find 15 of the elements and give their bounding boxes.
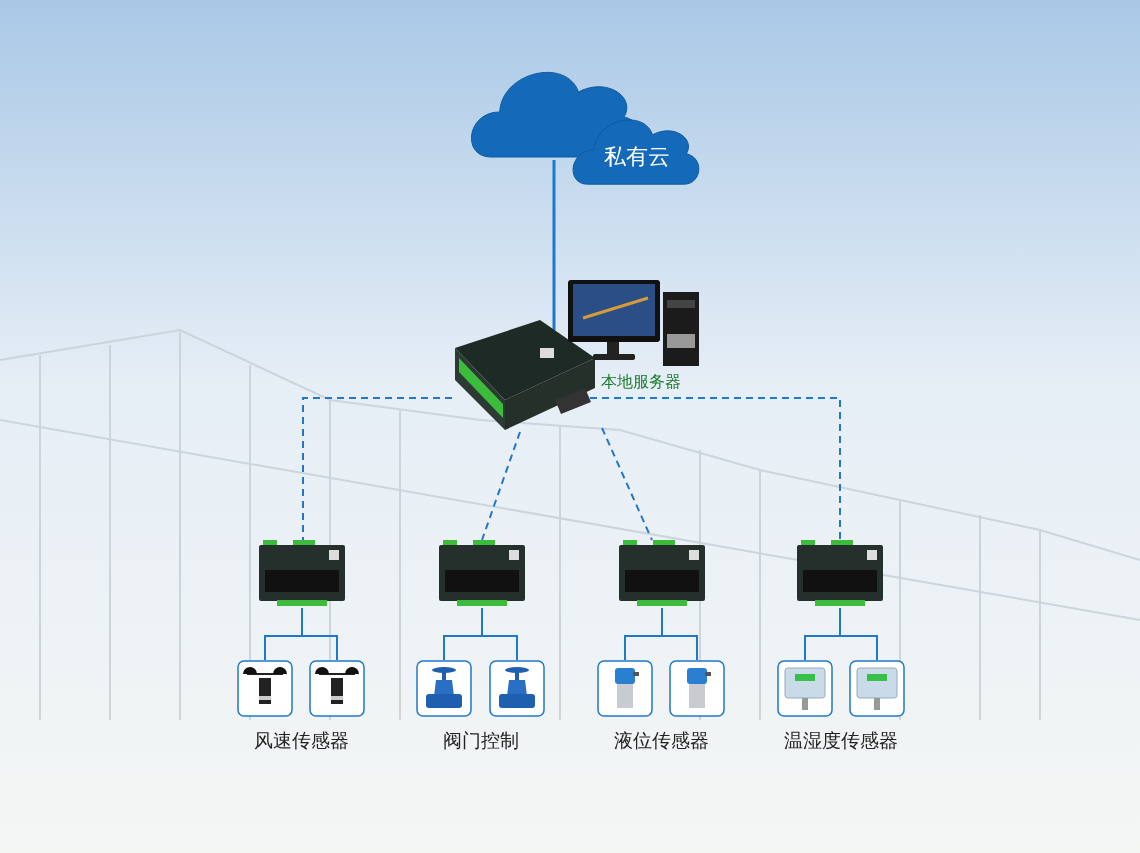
connector-line — [481, 607, 518, 661]
connector-line — [601, 427, 653, 541]
connector-line — [302, 397, 453, 541]
connector-line — [301, 607, 338, 661]
connector-line — [552, 160, 556, 330]
group-label: 温湿度传感器 — [784, 728, 898, 753]
group-label: 风速传感器 — [253, 728, 349, 753]
cloud-label: 私有云 — [603, 143, 671, 171]
server-label: 本地服务器 — [601, 372, 681, 393]
group-label: 阀门控制 — [443, 728, 519, 753]
connector-line — [839, 607, 878, 661]
group-label: 液位传感器 — [613, 728, 709, 753]
connector-line — [481, 431, 521, 541]
connector-line — [589, 397, 841, 541]
connector-line — [661, 607, 698, 661]
